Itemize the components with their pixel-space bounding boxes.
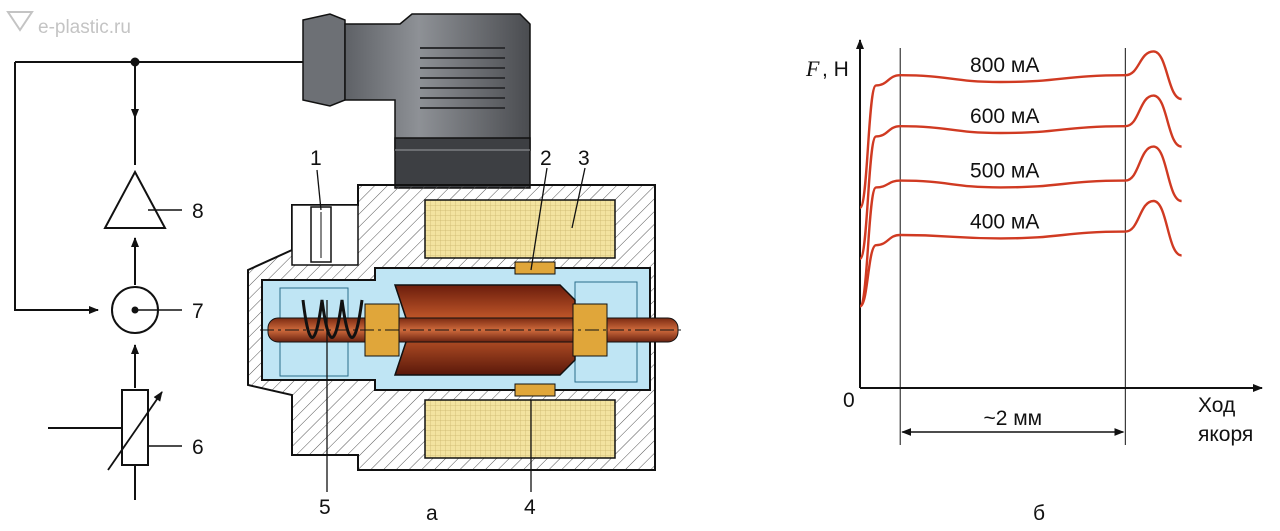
connector-vents — [420, 47, 505, 109]
watermark-text: e-plastic.ru — [38, 17, 131, 38]
amplifier — [103, 169, 167, 229]
series-label-500-мА: 500 мА — [970, 159, 1039, 182]
connector-base — [394, 137, 531, 189]
origin-label: 0 — [843, 389, 855, 412]
stop-ring-top — [514, 261, 556, 275]
series-label-400-мА: 400 мА — [970, 210, 1039, 233]
part-label-3: 3 — [578, 147, 590, 170]
potentiometer — [121, 389, 149, 466]
wire-feedback — [14, 62, 99, 314]
connector-nut — [302, 13, 346, 107]
stop-ring-bottom — [514, 383, 556, 397]
spring — [301, 299, 364, 339]
part-label-5: 5 — [319, 496, 331, 519]
x-axis-label-2: якоря — [1198, 423, 1253, 446]
x-axis-label-1: Ход — [1198, 394, 1235, 417]
watermark-logo-icon — [6, 11, 34, 32]
solenoid-section — [247, 13, 685, 492]
stroke-label: ~2 мм — [983, 407, 1042, 430]
force-curve-400-мА — [858, 199, 1183, 308]
force-curve-600-мА — [858, 94, 1183, 260]
y-axis-symbol: F — [805, 56, 820, 81]
panel-label-b: б — [1033, 502, 1045, 525]
series-label-600-мА: 600 мА — [970, 105, 1039, 128]
control-schematic — [14, 57, 305, 500]
part-label-4: 4 — [524, 496, 536, 519]
force-curve-800-мА — [858, 50, 1182, 209]
part-label-7: 7 — [192, 300, 204, 323]
pot-wiper-arrow — [107, 391, 163, 471]
force-curves: 800 мА 600 мА 500 мА 400 мА — [858, 50, 1183, 308]
part-label-1: 1 — [310, 147, 322, 170]
part-label-2: 2 — [540, 147, 552, 170]
series-label-800-мА: 800 мА — [970, 54, 1039, 77]
panel-label-a: а — [426, 502, 438, 525]
summing-junction-dot — [131, 306, 139, 314]
leader-lines — [316, 167, 586, 492]
connector-plug — [302, 13, 531, 189]
connector-body — [344, 13, 531, 151]
watermark: e-plastic.ru — [6, 11, 131, 38]
coil-lower — [424, 399, 616, 459]
force-curve-500-мА — [858, 145, 1183, 308]
force-stroke-chart: F , Н 0 Ход якоря ~2 мм 800 мА 600 мА 500 … — [805, 39, 1263, 446]
part-label-6: 6 — [192, 436, 204, 459]
part-label-8: 8 — [192, 200, 204, 223]
coil-upper — [424, 199, 616, 259]
y-axis-unit: , Н — [822, 58, 849, 81]
